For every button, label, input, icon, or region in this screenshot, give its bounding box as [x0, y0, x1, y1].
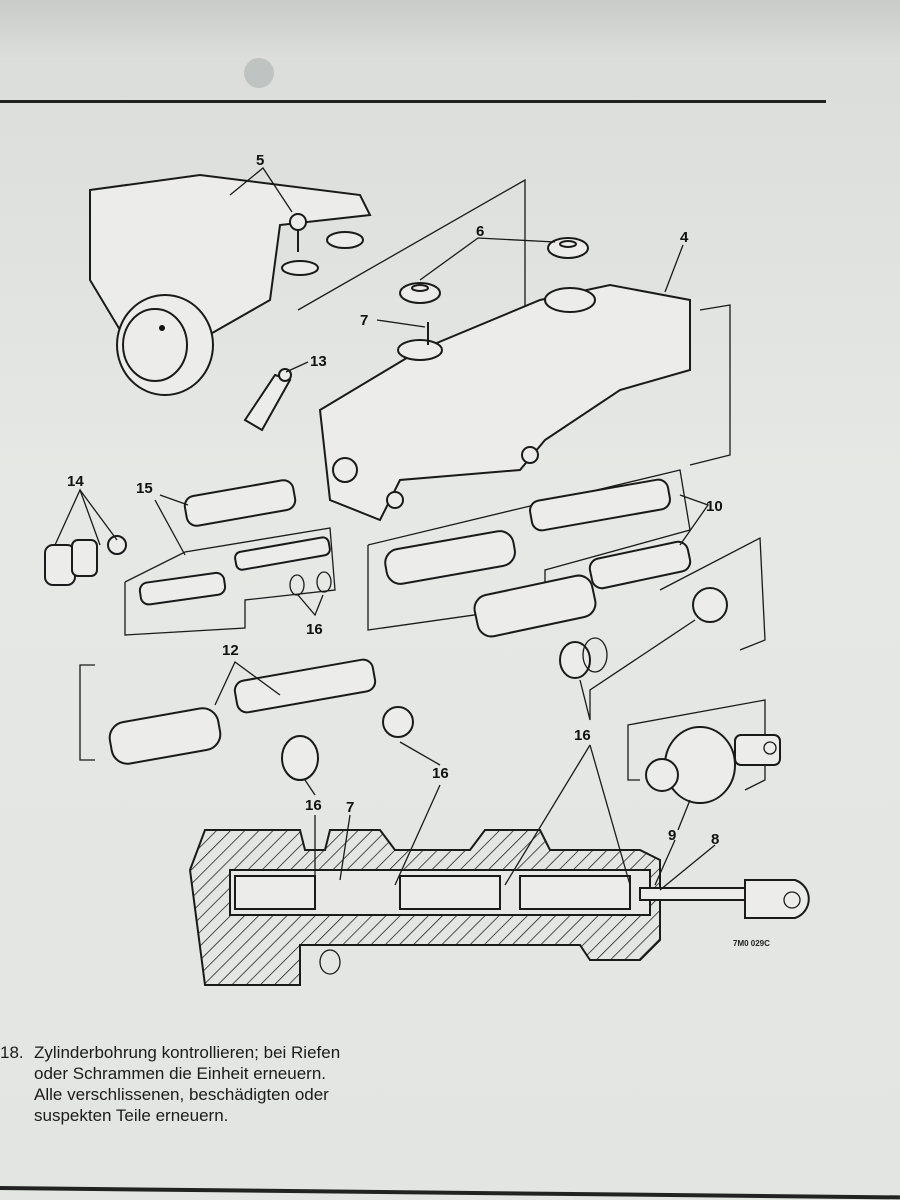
piston-15 — [138, 479, 332, 606]
callout-15: 15 — [136, 480, 153, 497]
callout-4: 4 — [680, 229, 689, 246]
grommets — [399, 237, 589, 304]
secondary-piston — [108, 658, 414, 781]
callout-16: 16 — [574, 727, 591, 744]
primary-piston — [384, 478, 728, 638]
callout-16: 16 — [305, 797, 322, 814]
seals — [559, 637, 608, 679]
callout-7: 7 — [346, 799, 354, 816]
cylinder-section — [188, 829, 810, 986]
callout-14: 14 — [67, 473, 84, 490]
master-cylinder-exploded-diagram: 5 6 4 7 13 14 15 10 16 12 16 16 16 7 9 8… — [44, 152, 810, 986]
callout-10: 10 — [706, 498, 723, 515]
reservoir — [89, 173, 372, 396]
cylinder-body — [318, 283, 691, 522]
callout-6: 6 — [476, 223, 484, 240]
end-plug — [44, 535, 127, 586]
callout-7: 7 — [360, 312, 368, 329]
callout-5: 5 — [256, 152, 264, 169]
page-top-edge — [0, 0, 900, 60]
callout-16: 16 — [432, 765, 449, 782]
callout-labels: 5 6 4 7 13 14 15 10 16 12 16 16 16 7 9 8… — [67, 152, 770, 948]
callout-16: 16 — [306, 621, 323, 638]
pressure-switch — [243, 368, 292, 432]
step-text: Zylinderbohrung kontrollieren; bei Riefe… — [34, 1043, 341, 1125]
callout-12: 12 — [222, 642, 239, 659]
figure-code: 7M0 029C — [733, 939, 770, 948]
callout-8: 8 — [711, 831, 719, 848]
callout-13: 13 — [310, 353, 327, 370]
pushrod-assembly — [645, 726, 781, 804]
reservoir-screws — [281, 213, 364, 276]
top-rule — [0, 100, 826, 103]
bottom-rule — [0, 1186, 900, 1200]
callout-leaders — [54, 167, 716, 891]
step-number: 18. — [0, 1043, 24, 1062]
callout-9: 9 — [668, 827, 676, 844]
punch-hole — [244, 58, 274, 88]
